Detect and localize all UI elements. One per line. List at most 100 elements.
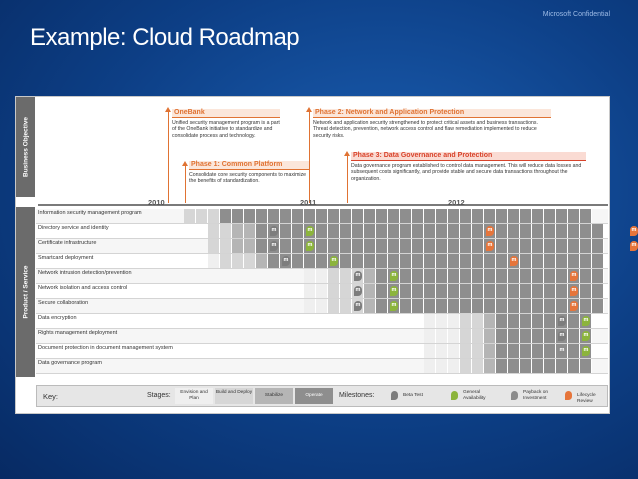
stage-cell — [520, 284, 532, 298]
stage-cell — [412, 284, 424, 298]
phase2-arrow-line — [309, 111, 310, 203]
stage-cell — [556, 359, 568, 373]
milestone-marker-ga: m — [330, 256, 338, 266]
stage-cell — [316, 224, 328, 238]
stage-envision: Envision and Plan — [175, 388, 213, 404]
stage-cell — [340, 209, 352, 223]
milestone-marker-life: m — [570, 286, 578, 296]
row-label: Network intrusion detection/prevention — [38, 270, 132, 276]
stage-cell — [436, 254, 448, 268]
stage-cell — [220, 239, 232, 253]
milestone-marker-life: m — [570, 271, 578, 281]
stage-cell — [208, 209, 220, 223]
stage-cell — [592, 284, 604, 298]
stage-cell — [424, 284, 436, 298]
stage-cell — [424, 299, 436, 313]
stage-cell — [556, 284, 568, 298]
stage-cell — [400, 284, 412, 298]
stage-cell — [520, 329, 532, 343]
milestone-marker-life: m — [570, 301, 578, 311]
milestone-marker-ga: m — [582, 346, 590, 356]
stage-cell — [520, 359, 532, 373]
stage-cell — [544, 209, 556, 223]
stage-cell — [508, 224, 520, 238]
stage-cell — [556, 209, 568, 223]
stage-cell — [568, 344, 580, 358]
stage-cell — [256, 209, 268, 223]
stage-cell — [520, 269, 532, 283]
stage-cell — [436, 269, 448, 283]
stage-cell — [484, 254, 496, 268]
stage-cell — [520, 224, 532, 238]
stage-cell — [580, 239, 592, 253]
stage-cell — [556, 254, 568, 268]
stage-cell — [472, 209, 484, 223]
stage-cell — [400, 224, 412, 238]
phase1-title: Phase 1: Common Platform — [189, 161, 309, 171]
milestone-payback: Payback on Investment — [523, 390, 549, 401]
stage-cell — [340, 299, 352, 313]
stage-cell — [544, 359, 556, 373]
stage-cell — [592, 254, 604, 268]
milestone-marker-beta: m — [558, 316, 566, 326]
stage-cell — [556, 269, 568, 283]
sidebar-product-service: Product / Service — [16, 207, 35, 377]
phase1-arrow-line — [185, 165, 186, 203]
stage-cell — [568, 254, 580, 268]
milestone-marker-life: m — [630, 241, 638, 251]
stage-cell — [592, 224, 604, 238]
stage-cell — [304, 269, 316, 283]
stage-cell — [496, 329, 508, 343]
stage-cell — [436, 284, 448, 298]
stage-cell — [304, 284, 316, 298]
stage-cell — [364, 209, 376, 223]
stage-cell — [592, 269, 604, 283]
confidential-label: Microsoft Confidential — [542, 11, 610, 18]
stage-cell — [544, 299, 556, 313]
phase2-title: Phase 2: Network and Application Protect… — [313, 109, 551, 119]
stage-cell — [580, 359, 592, 373]
stage-cell — [208, 254, 220, 268]
stage-cell — [532, 299, 544, 313]
stage-cell — [508, 344, 520, 358]
stage-cell — [592, 239, 604, 253]
stage-cell — [472, 254, 484, 268]
milestone-marker-ga: m — [306, 226, 314, 236]
stage-cell — [532, 224, 544, 238]
stage-cell — [424, 329, 436, 343]
milestone-marker-life: m — [510, 256, 518, 266]
onebank-title: OneBank — [172, 109, 280, 119]
stage-cell — [460, 239, 472, 253]
stage-cell — [580, 284, 592, 298]
phase2-box: Phase 2: Network and Application Protect… — [313, 109, 551, 139]
stage-cell — [364, 299, 376, 313]
table-row: Smartcard deploymentmmmm — [36, 254, 608, 269]
row-label: Smartcard deployment — [38, 255, 94, 261]
stage-cell — [328, 299, 340, 313]
sidebar-business-objective: Business Objective — [16, 97, 35, 197]
stage-cell — [244, 239, 256, 253]
stage-cell — [256, 224, 268, 238]
onebank-text: Unified security management program is a… — [172, 120, 280, 139]
stage-cell — [448, 254, 460, 268]
stage-cell — [544, 344, 556, 358]
stage-cell — [580, 254, 592, 268]
milestone-marker-life: m — [630, 226, 638, 236]
stage-cell — [460, 359, 472, 373]
row-label: Network isolation and access control — [38, 285, 128, 291]
milestone-marker-ga: m — [390, 301, 398, 311]
onebank-arrow-line — [168, 111, 169, 203]
stage-cell — [532, 239, 544, 253]
table-row: Document protection in document manageme… — [36, 344, 608, 359]
stage-cell — [256, 254, 268, 268]
row-label: Information security management program — [38, 210, 142, 216]
milestone-marker-pay: m — [558, 346, 566, 356]
stage-cell — [316, 254, 328, 268]
stage-cell — [316, 269, 328, 283]
onebank-arrow-head — [165, 107, 171, 112]
row-label: Rights management deployment — [38, 330, 118, 336]
